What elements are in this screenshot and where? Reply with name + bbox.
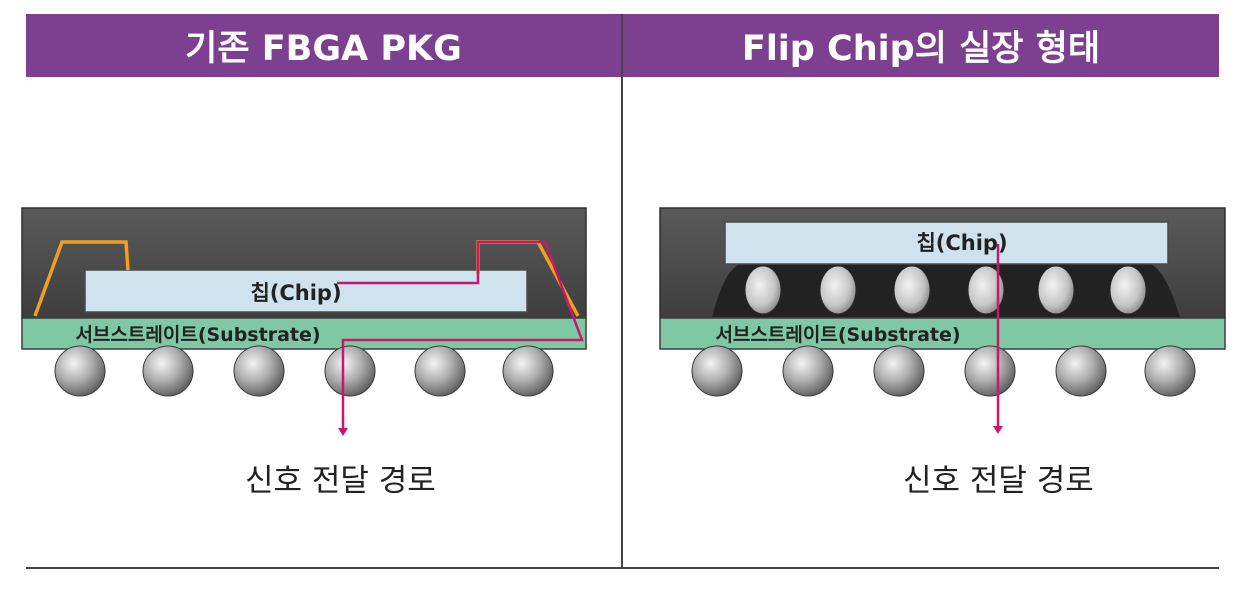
flipchip-bumps <box>744 265 1147 315</box>
solder-ball <box>873 345 925 397</box>
flipchip-package: 칩(Chip) 서브스트레이트(Substrate) <box>659 207 1226 434</box>
flipchip-chip-label: 칩(Chip) <box>916 231 1007 255</box>
flipchip-substrate <box>659 317 1226 350</box>
fbga-substrate-label: 서브스트레이트(Substrate) <box>75 324 320 346</box>
solder-ball <box>1055 345 1107 397</box>
solder-ball <box>964 345 1016 397</box>
solder-ball <box>782 345 834 397</box>
fbga-solder-balls <box>54 345 554 397</box>
fbga-bond-wire-left <box>33 240 130 317</box>
solder-ball <box>414 345 466 397</box>
solder-ball <box>502 345 554 397</box>
flipchip-chip <box>724 221 1169 265</box>
column-divider <box>621 14 623 568</box>
bump <box>893 265 931 315</box>
header-right: Flip Chip의 실장 형태 <box>623 14 1219 77</box>
bump <box>1109 265 1147 315</box>
fbga-signal-label: 신호 전달 경로 <box>245 463 436 499</box>
fbga-substrate <box>21 317 587 350</box>
bump <box>744 265 782 315</box>
bottom-rule <box>26 567 1219 569</box>
bump <box>819 265 857 315</box>
solder-ball <box>324 345 376 397</box>
bump <box>967 265 1005 315</box>
solder-ball <box>142 345 194 397</box>
fbga-chip-label: 칩(Chip) <box>250 281 341 305</box>
flipchip-signal-label: 신호 전달 경로 <box>903 463 1094 499</box>
bump <box>1037 265 1075 315</box>
fbga-package: 칩(Chip) 서브스트레이트(Substrate) <box>21 207 587 436</box>
solder-ball <box>691 345 743 397</box>
fbga-signal-path <box>337 240 584 436</box>
solder-ball <box>54 345 106 397</box>
flipchip-substrate-label: 서브스트레이트(Substrate) <box>715 324 960 346</box>
flipchip-solder-balls <box>691 345 1196 397</box>
header-left-title: 기존 FBGA PKG <box>185 29 462 69</box>
header-right-title: Flip Chip의 실장 형태 <box>741 29 1101 69</box>
solder-ball <box>1144 345 1196 397</box>
fbga-chip <box>84 269 528 313</box>
solder-ball <box>233 345 285 397</box>
header-left: 기존 FBGA PKG <box>26 14 621 77</box>
